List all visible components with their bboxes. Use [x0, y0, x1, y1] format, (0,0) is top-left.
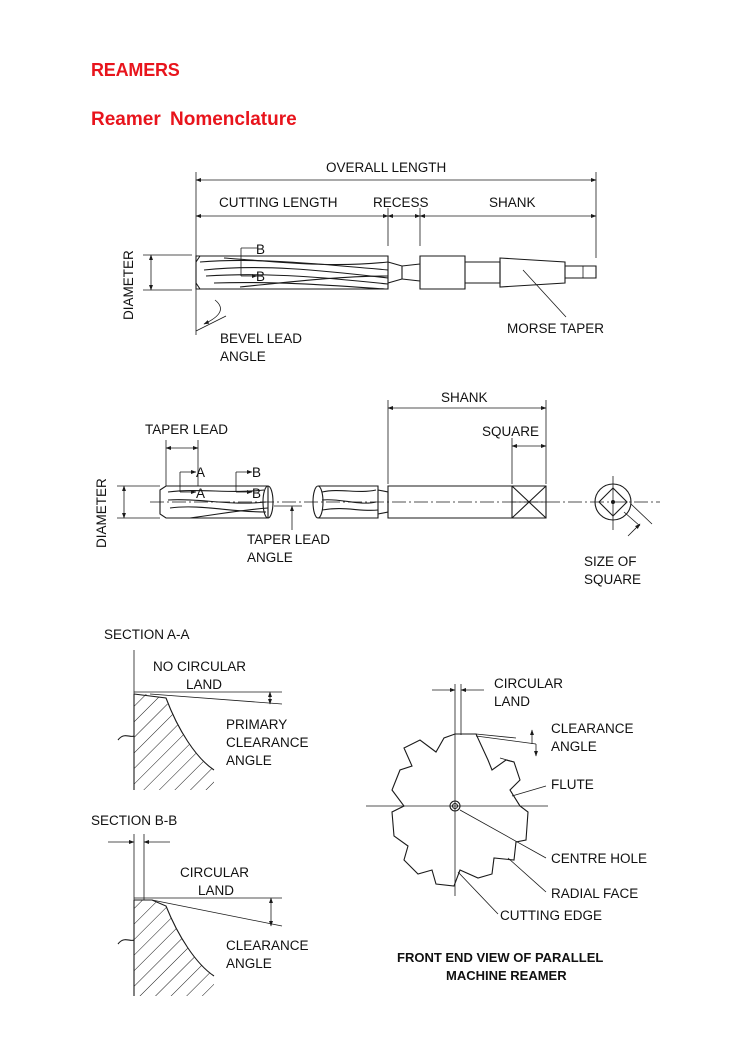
- section-a-a-title: SECTION A-A: [104, 627, 190, 642]
- page-subtitle: Reamer Nomenclature: [91, 109, 297, 130]
- morse-taper-label: MORSE TAPER: [507, 321, 604, 336]
- primary-clearance-label-1: PRIMARY: [226, 717, 287, 732]
- shank-label-2: SHANK: [441, 390, 488, 405]
- front-end-view: CIRCULAR LAND CLEARANCE ANGLE FLUTE CENT…: [366, 676, 647, 983]
- no-circular-label-2: LAND: [186, 677, 222, 692]
- circular-land-label-2: LAND: [198, 883, 234, 898]
- section-b-marker-top-2: B: [252, 465, 261, 480]
- front-clearance-label-2: ANGLE: [551, 739, 597, 754]
- section-b-b: SECTION B-B CIRCULAR LAND CLEARANCE ANGL…: [91, 813, 309, 996]
- recess-label: RECESS: [373, 195, 429, 210]
- size-of-square-label-1: SIZE OF: [584, 554, 637, 569]
- section-b-marker-top-1: B: [256, 242, 265, 257]
- bevel-lead-label-2: ANGLE: [220, 349, 266, 364]
- section-b-marker-bottom-2: B: [252, 486, 261, 501]
- cutting-length-label: CUTTING LENGTH: [219, 195, 338, 210]
- bevel-lead-label-1: BEVEL LEAD: [220, 331, 302, 346]
- front-view-caption-1: FRONT END VIEW OF PARALLEL: [397, 950, 603, 965]
- section-b-b-title: SECTION B-B: [91, 813, 177, 828]
- reamer-side-view-1: OVERALL LENGTH CUTTING LENGTH RECESS SHA…: [121, 160, 604, 364]
- overall-length-label: OVERALL LENGTH: [326, 160, 446, 175]
- page-title: REAMERS: [91, 60, 180, 80]
- taper-lead-angle-label-2: ANGLE: [247, 550, 293, 565]
- circular-land-label-1: CIRCULAR: [180, 865, 249, 880]
- no-circular-label-1: NO CIRCULAR: [153, 659, 246, 674]
- taper-lead-angle-label-1: TAPER LEAD: [247, 532, 330, 547]
- primary-clearance-label-2: CLEARANCE: [226, 735, 309, 750]
- section-a-marker-top: A: [196, 465, 205, 480]
- primary-clearance-label-3: ANGLE: [226, 753, 272, 768]
- front-circular-label-2: LAND: [494, 694, 530, 709]
- flute-label: FLUTE: [551, 777, 594, 792]
- taper-lead-label: TAPER LEAD: [145, 422, 228, 437]
- cutting-edge-label: CUTTING EDGE: [500, 908, 602, 923]
- section-b-marker-bottom-1: B: [256, 269, 265, 284]
- diameter-label-1: DIAMETER: [121, 250, 136, 320]
- section-a-a: SECTION A-A NO CIRCULAR LAND PRIMARY CLE…: [104, 627, 309, 790]
- front-circular-label-1: CIRCULAR: [494, 676, 563, 691]
- square-label: SQUARE: [482, 424, 539, 439]
- shank-label: SHANK: [489, 195, 536, 210]
- diameter-label-2: DIAMETER: [94, 478, 109, 548]
- front-view-caption-2: MACHINE REAMER: [446, 968, 567, 983]
- front-clearance-label-1: CLEARANCE: [551, 721, 634, 736]
- clearance-angle-label-1: CLEARANCE: [226, 938, 309, 953]
- size-of-square-label-2: SQUARE: [584, 572, 641, 587]
- reamer-side-view-2: SHANK SQUARE TAPER LEAD DIAMETER: [94, 390, 660, 587]
- centre-hole-label: CENTRE HOLE: [551, 851, 647, 866]
- clearance-angle-label-2: ANGLE: [226, 956, 272, 971]
- section-a-marker-bottom: A: [196, 486, 205, 501]
- radial-face-label: RADIAL FACE: [551, 886, 638, 901]
